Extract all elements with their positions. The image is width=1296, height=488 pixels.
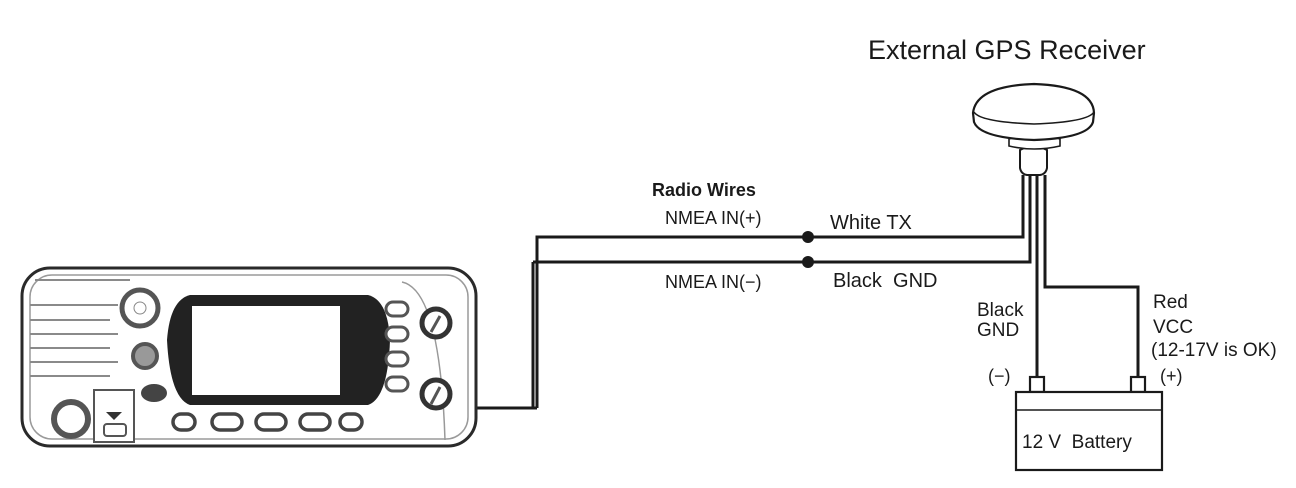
- battery-icon: [1014, 375, 1164, 472]
- vhf-radio-icon: [20, 266, 478, 448]
- positive-terminal-label: (+): [1160, 366, 1183, 386]
- battery-label: 12 V Battery: [1022, 432, 1132, 453]
- battery-positive-terminal: [1129, 375, 1147, 394]
- junction-dot-nmea-minus: [802, 256, 814, 268]
- nmea-in-minus-label: NMEA IN(−): [665, 272, 762, 292]
- voltage-range-label: (12-17V is OK): [1151, 340, 1277, 361]
- black-gnd-label: Black GND: [833, 270, 937, 292]
- black-label: Black: [977, 300, 1024, 321]
- red-label: Red: [1153, 292, 1188, 313]
- red-vcc-wire: [1043, 175, 1140, 377]
- gps-receiver-icon: [971, 82, 1096, 176]
- gnd-label: GND: [977, 320, 1019, 341]
- white-tx-wire: [535, 175, 1025, 408]
- gps-cable: [476, 175, 1140, 410]
- nmea-in-plus-label: NMEA IN(+): [665, 208, 762, 228]
- battery-body: [1014, 390, 1164, 472]
- junction-dot-nmea-plus: [802, 231, 814, 243]
- diagram-title: External GPS Receiver: [868, 35, 1146, 65]
- vcc-label: VCC: [1153, 317, 1193, 338]
- negative-terminal-label: (−): [988, 366, 1011, 386]
- radio-wires-heading: Radio Wires: [652, 180, 756, 200]
- black-gnd-radio-wire: [533, 175, 1032, 264]
- white-tx-label: White TX: [830, 212, 912, 234]
- battery-negative-terminal: [1028, 375, 1046, 394]
